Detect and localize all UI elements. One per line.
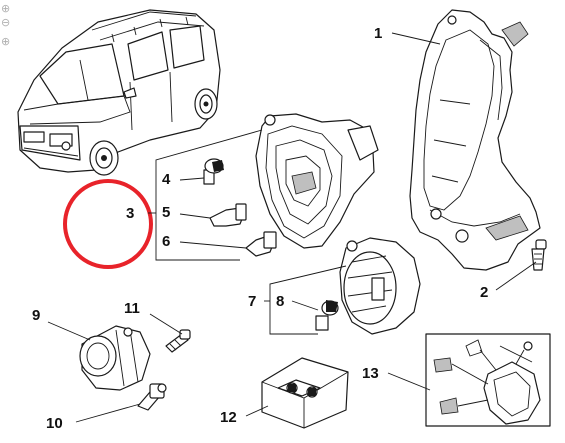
car-illustration: [17, 9, 221, 176]
part-4-bulb: [203, 158, 224, 185]
front-wheel: [89, 140, 119, 176]
part-12-bulb-kit-box: [261, 357, 349, 429]
part-2-screw: [531, 239, 547, 271]
label-part-10: 10: [46, 415, 63, 432]
label-part-9: 9: [32, 307, 40, 324]
rear-wheel: [194, 88, 218, 120]
leader-lines: [47, 32, 537, 423]
zoom-reset-icon[interactable]: ⊕: [1, 35, 10, 48]
part-1-housing-bracket: [409, 9, 541, 271]
callout-labels: 1 2 3 4 5 6 7 8 9 10 11 12 13: [32, 25, 488, 432]
label-part-3: 3: [126, 205, 134, 222]
label-part-6: 6: [162, 233, 170, 250]
label-part-4: 4: [162, 171, 171, 188]
part-5-bulb: [209, 203, 247, 227]
highlight-circle: [63, 179, 153, 269]
part-3-headlamp-assembly: [255, 113, 379, 249]
part-13-inset-kit: [425, 333, 551, 427]
zoom-out-icon[interactable]: ⊖: [1, 16, 10, 29]
label-part-1: 1: [374, 25, 382, 42]
label-part-12: 12: [220, 409, 237, 426]
label-part-5: 5: [162, 204, 170, 221]
part-9-side-lamp: [79, 325, 151, 391]
zoom-tools: ⊕ ⊖ ⊕: [1, 2, 10, 48]
part-10-bulb-holder: [137, 383, 167, 411]
label-part-8: 8: [276, 293, 284, 310]
label-part-11: 11: [124, 300, 140, 317]
part-11-screw: [165, 329, 191, 353]
label-part-7: 7: [248, 293, 256, 310]
part-8-bulb: [315, 300, 339, 331]
label-part-2: 2: [480, 284, 488, 301]
zoom-in-icon[interactable]: ⊕: [1, 2, 10, 15]
part-6-bulb: [245, 231, 277, 257]
part-7-fog-lamp: [339, 237, 421, 335]
label-part-13: 13: [362, 365, 379, 382]
